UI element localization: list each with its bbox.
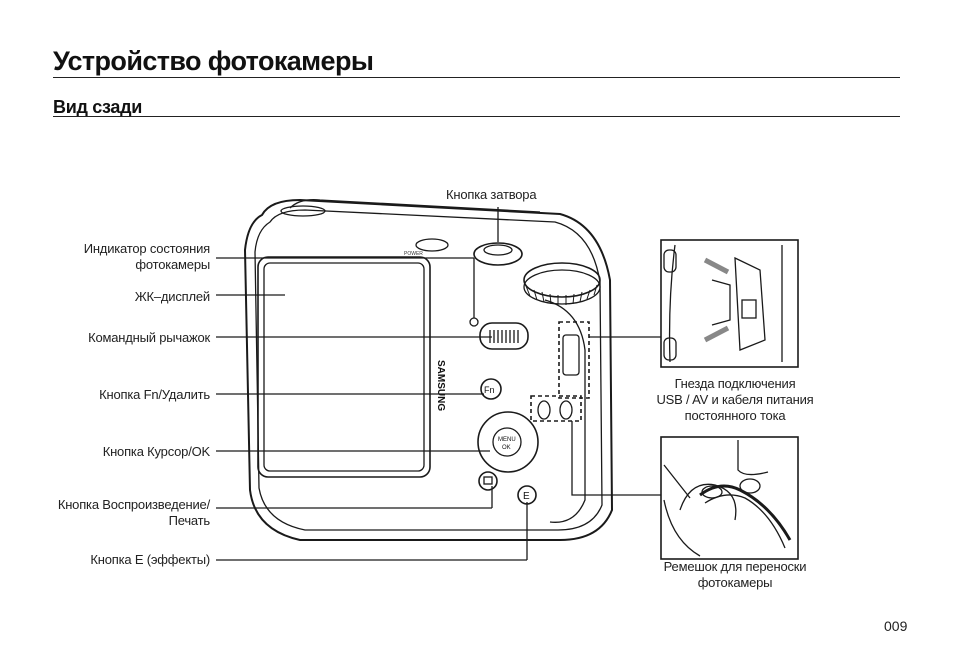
- label-play-print-line2: Печать: [168, 513, 211, 528]
- camera-body: [243, 198, 614, 541]
- fn-label: Fn: [484, 385, 495, 395]
- label-status-indicator-line2: фотокамеры: [135, 257, 210, 272]
- cursor-pad: [477, 411, 539, 473]
- title-rule: [53, 77, 900, 78]
- label-connector-line3: постоянного тока: [684, 408, 786, 423]
- shutter-button: [473, 242, 523, 266]
- menu-label: MENU: [498, 437, 516, 443]
- brand-logo: SAMSUNG: [435, 360, 446, 411]
- e-label: E: [523, 491, 530, 502]
- lcd-screen: [257, 256, 431, 478]
- play-button: [478, 471, 498, 491]
- label-play-print: Кнопка Воспроизведение/ Печать: [30, 497, 210, 529]
- fn-button: [480, 378, 502, 400]
- connector-door-highlight: [558, 321, 590, 399]
- label-status-indicator-line1: Индикатор состояния: [83, 241, 211, 256]
- label-strap-line1: Ремешок для переноски: [663, 559, 807, 574]
- page-title: Устройство фотокамеры: [53, 46, 374, 76]
- label-connector-line2: USB / AV и кабеля питания: [656, 392, 814, 407]
- menu-ok-button: [492, 427, 522, 457]
- label-connector-line1: Гнезда подключения: [674, 376, 796, 391]
- label-lcd: ЖК–дисплей: [134, 289, 210, 304]
- strap-eyelet-highlight: [530, 395, 582, 422]
- page-number: 009: [884, 618, 908, 634]
- label-strap: Ремешок для переноски фотокамеры: [640, 559, 830, 591]
- status-led: [469, 317, 479, 327]
- mode-dial: [523, 262, 601, 298]
- connector-inset: [660, 239, 799, 368]
- strap-inset: [660, 436, 799, 560]
- label-play-print-line1: Кнопка Воспроизведение/: [57, 497, 210, 512]
- ok-label: OK: [502, 445, 511, 451]
- label-zoom-lever: Командный рычажок: [88, 330, 210, 345]
- label-fn-delete: Кнопка Fn/Удалить: [99, 387, 210, 402]
- label-e-button: Кнопка E (эффекты): [90, 552, 210, 567]
- power-label: POWER: [404, 251, 423, 257]
- label-connector: Гнезда подключения USB / AV и кабеля пит…: [640, 376, 830, 424]
- label-shutter-button: Кнопка затвора: [446, 187, 537, 202]
- zoom-lever: [479, 322, 529, 350]
- label-strap-line2: фотокамеры: [697, 575, 773, 590]
- section-rule: [53, 116, 900, 117]
- label-status-indicator: Индикатор состояния фотокамеры: [60, 241, 211, 273]
- label-cursor-ok: Кнопка Курсор/OK: [102, 444, 210, 459]
- section-title: Вид сзади: [53, 97, 143, 117]
